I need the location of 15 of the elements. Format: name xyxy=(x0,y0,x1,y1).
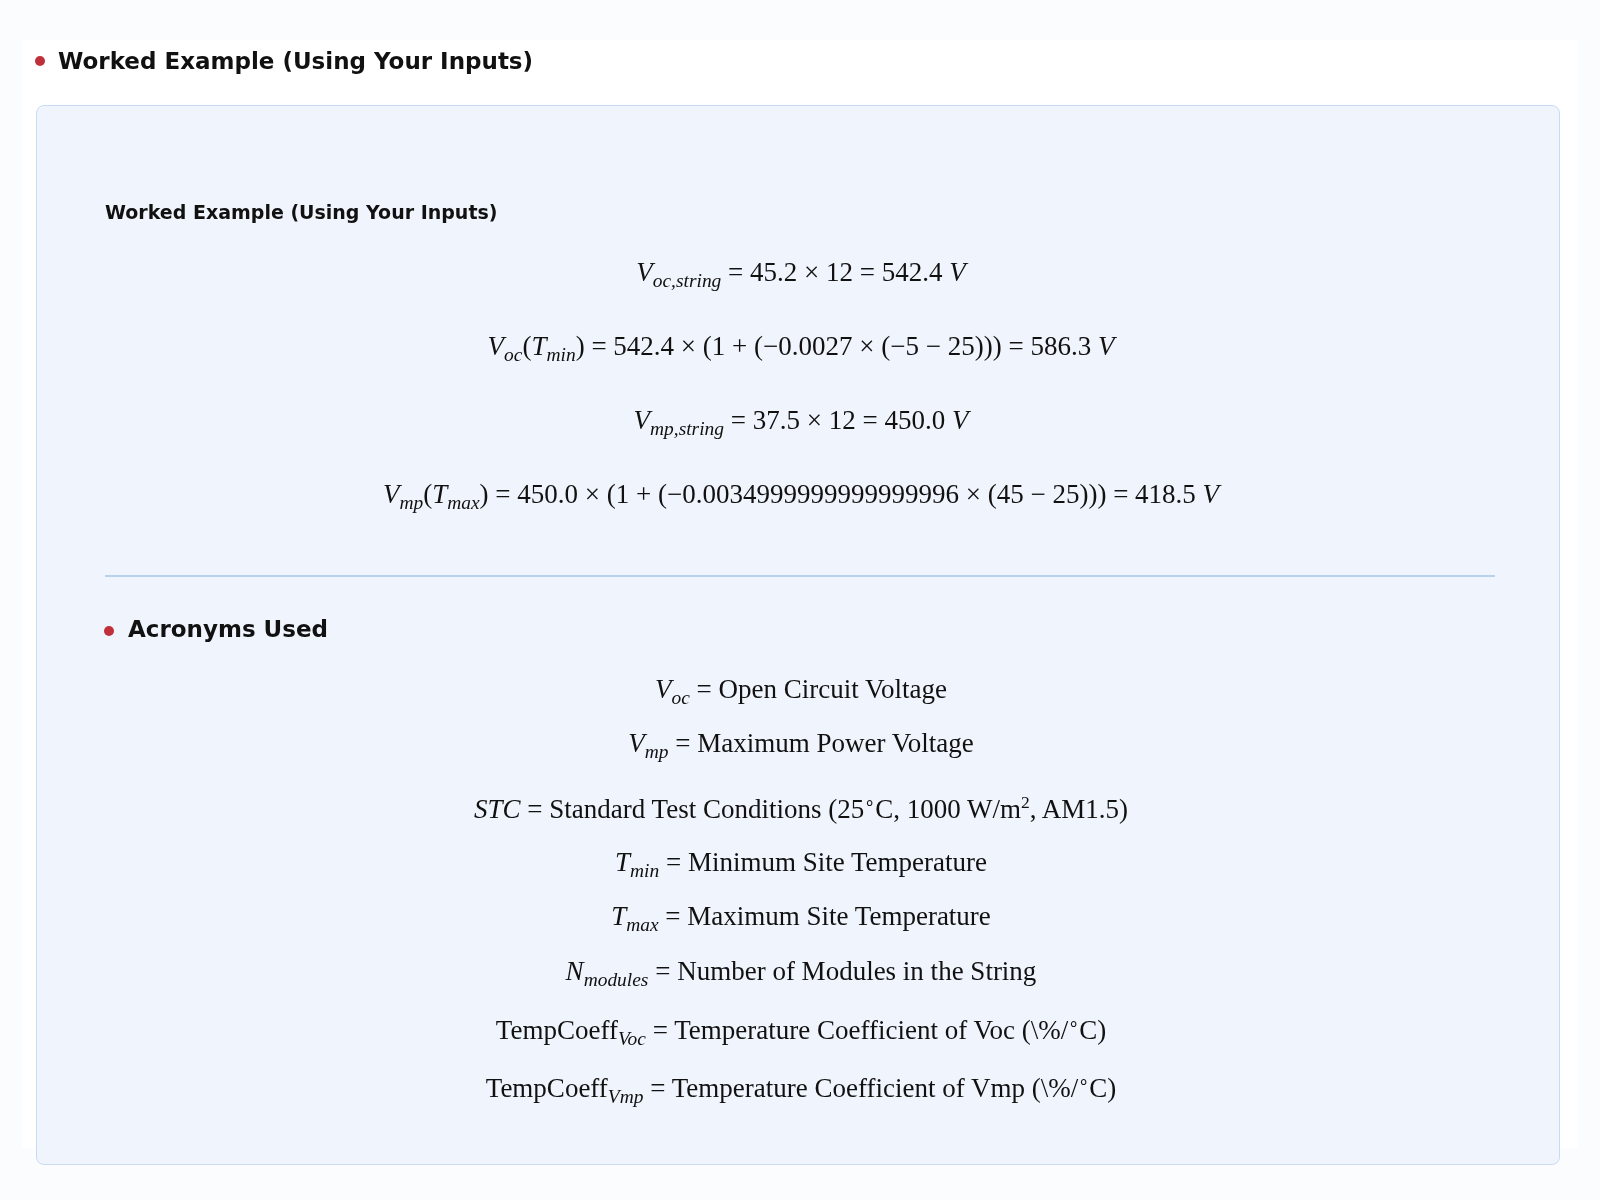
equation: V$_{mp}$(T$_{max}$) = 450.0 × (1 + (−0.0034999999999999996 × (45 − 25))) = 418.5 V xyxy=(382,479,1220,515)
equation: V$_{oc}$(T$_{min}$) = 542.4 × (1 + (−0.0027 × (−5 − 25))) = 586.3 V xyxy=(487,331,1115,367)
panel xyxy=(36,105,1560,1165)
panel-heading: Worked Example (Using Your Inputs) xyxy=(105,201,498,223)
equation: TempCoeff$_{Vmp}$ = Temperature Coefficient of Vmp (\%/$^{∘}$C) xyxy=(485,1071,1117,1109)
equation: V$_{mp,string}$ = 37.5 × 12 = 450.0 V xyxy=(633,405,969,441)
equation: STC = Standard Test Conditions (25$^{∘}$C, 1000 W/m$^{2}$, AM1.5) xyxy=(474,792,1128,825)
equation: N$_{modules}$ = Number of Modules in the String xyxy=(565,956,1037,992)
equation: V$_{mp}$ = Maximum Power Voltage xyxy=(628,728,974,764)
section-heading: Worked Example (Using Your Inputs) xyxy=(58,48,534,74)
equation: T$_{max}$ = Maximum Site Temperature xyxy=(611,901,991,937)
equation: TempCoeff$_{Voc}$ = Temperature Coefficient of Voc (\%/$^{∘}$C) xyxy=(495,1013,1107,1051)
equation: V$_{oc}$ = Open Circuit Voltage xyxy=(654,674,948,710)
subheading: Acronyms Used xyxy=(128,616,329,642)
equation: T$_{min}$ = Minimum Site Temperature xyxy=(615,847,987,883)
